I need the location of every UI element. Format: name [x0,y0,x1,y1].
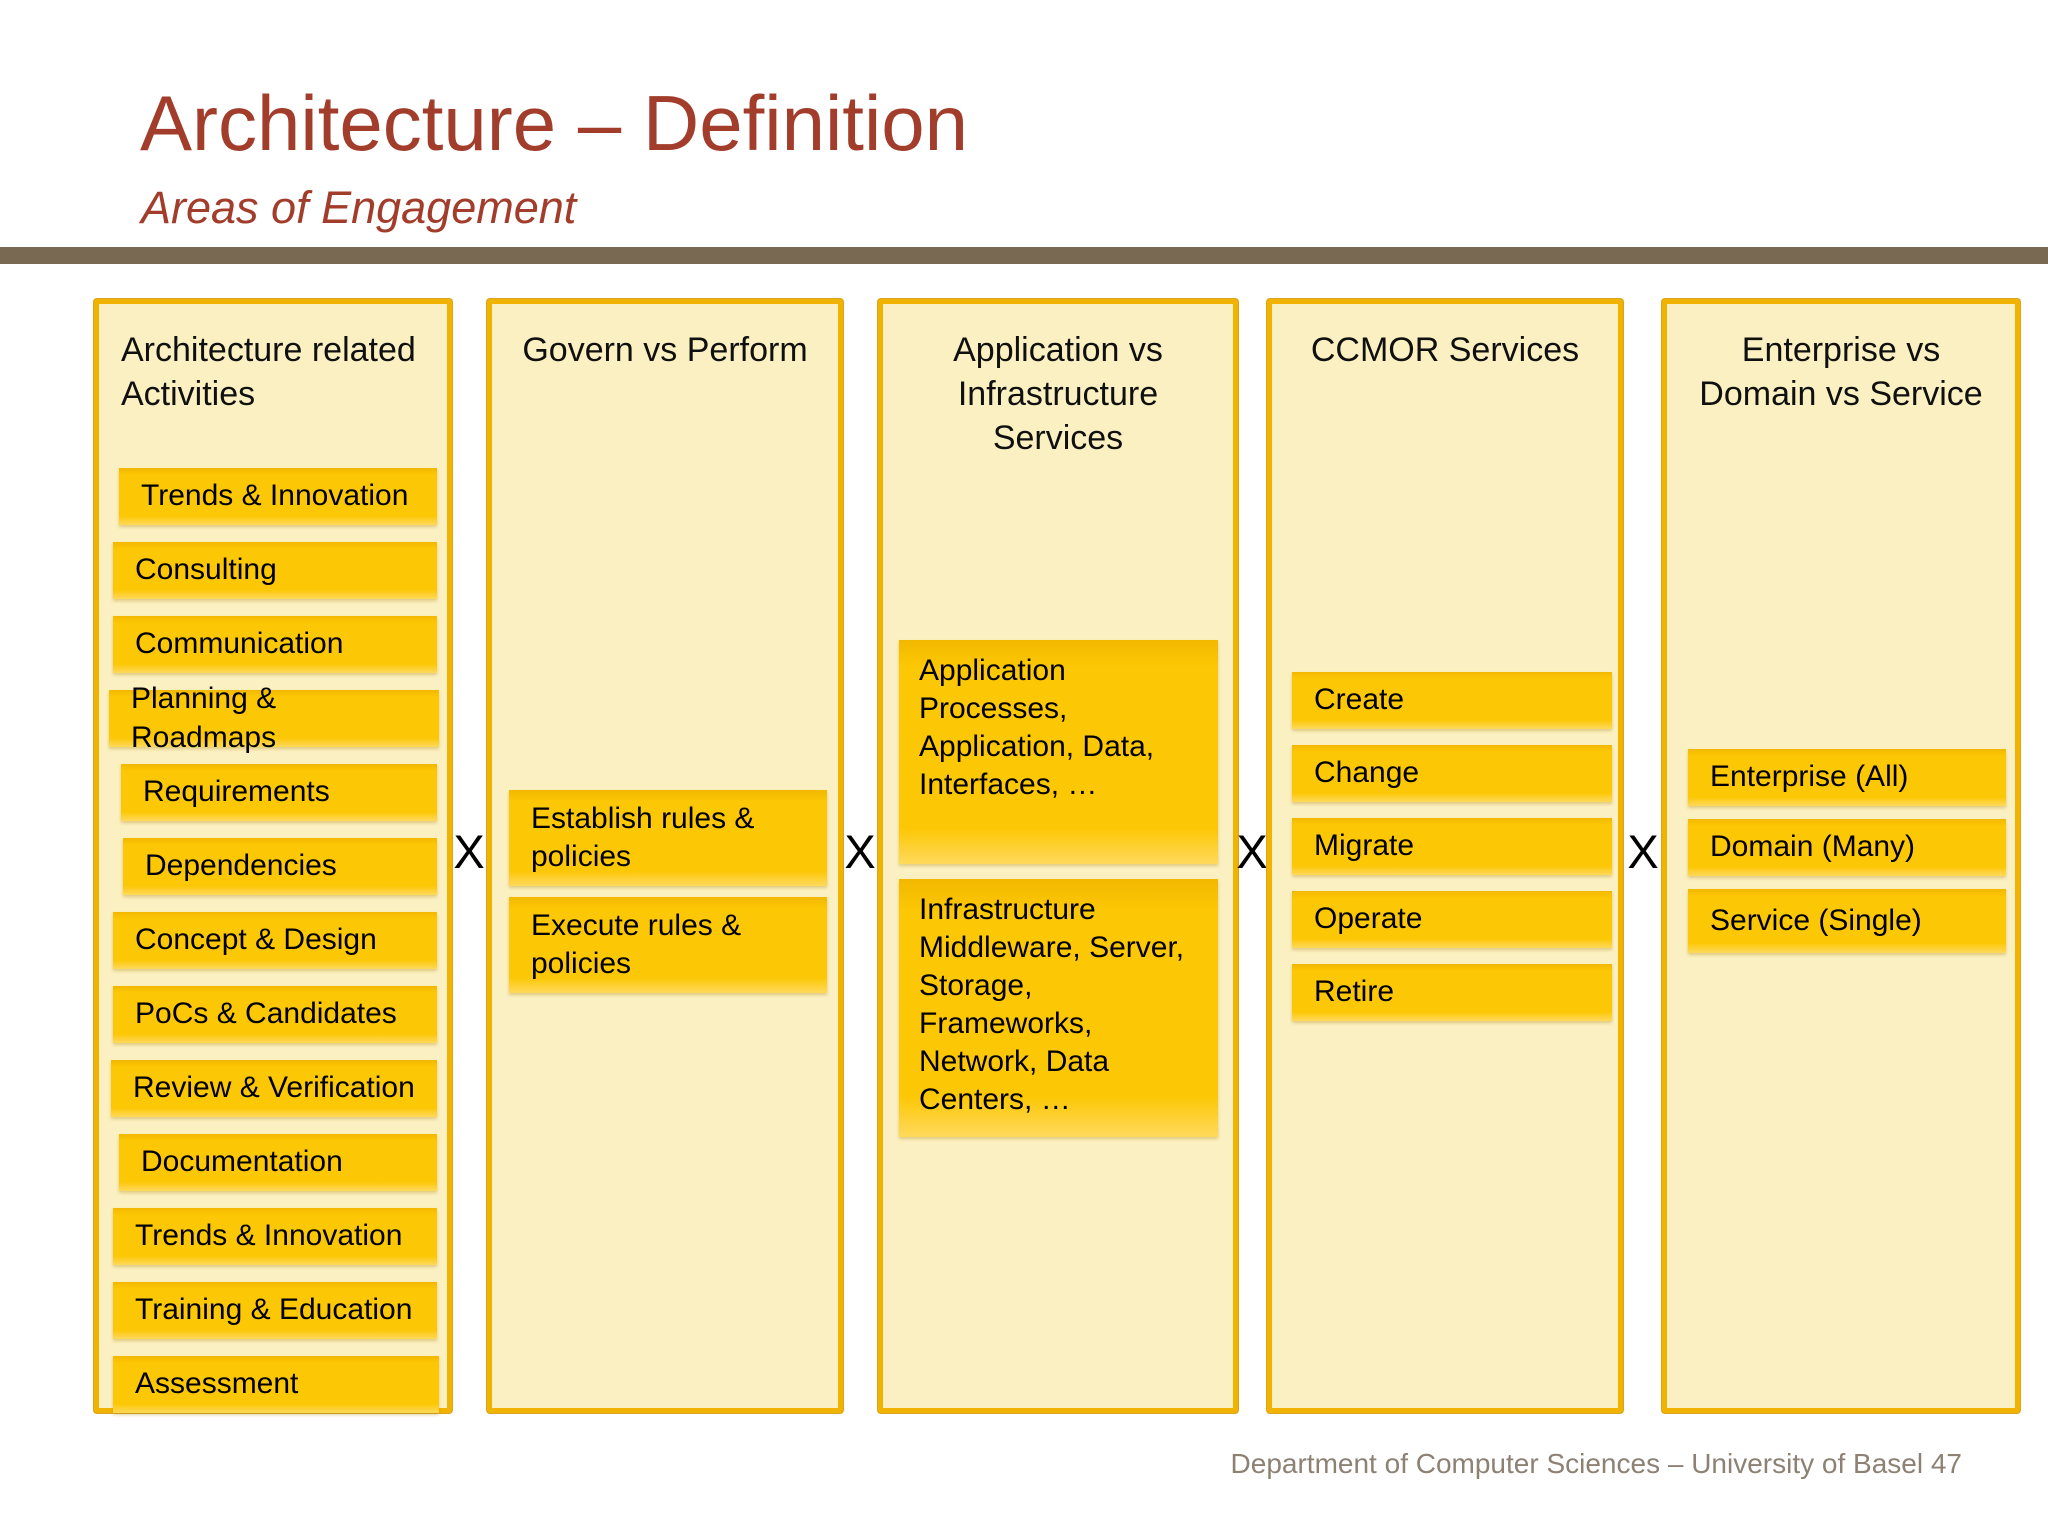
column-header-enterprise-vs-domain-vs-service: Enterprise vs Domain vs Service [1699,331,1983,414]
slide-subtitle: Areas of Engagement [141,182,577,233]
column-enterprise-vs-domain-vs-service: Enterprise vs Domain vs Service Enterpri… [1662,299,2020,1413]
slide-title: Architecture – Definition [140,79,969,167]
item-box: Training & Education [113,1282,437,1339]
item-box: Consulting [113,542,437,599]
cross-product-x-2: X [844,825,876,878]
item-box: Review & Verification [111,1060,437,1117]
item-box: Trends & Innovation [119,468,437,525]
item-box: Communication [113,616,437,673]
column-header-architecture-related-activities: Architecture related Activities [121,331,416,414]
item-box: Operate [1292,891,1612,948]
item-box: Retire [1292,964,1612,1021]
item-box: Infrastructure Middleware, Server, Stora… [899,879,1218,1137]
column-items-enterprise-vs-domain-vs-service: Enterprise (All) Domain (Many) Service (Si… [1688,749,2006,953]
item-box: Application Processes, Application, Data… [899,640,1218,864]
item-box: Documentation [119,1134,437,1191]
cross-product-x-3: X [1236,825,1268,878]
item-box: Domain (Many) [1688,819,2006,876]
item-box: Dependencies [123,838,437,895]
title-divider-rule [0,247,2048,264]
item-box: PoCs & Candidates [113,986,437,1043]
column-application-vs-infrastructure-services: Application vs Infrastructure Services A… [878,299,1238,1413]
column-architecture-related-activities: Architecture related Activities Trends &… [94,299,452,1413]
column-header-ccmor-services: CCMOR Services [1310,331,1580,369]
column-header-govern-vs-perform: Govern vs Perform [522,331,808,369]
column-header-application-vs-infrastructure-services: Application vs Infrastructure Services [953,331,1163,458]
item-box: Enterprise (All) [1688,749,2006,806]
item-box: Migrate [1292,818,1612,875]
item-box: Requirements [121,764,437,821]
item-box: Change [1292,745,1612,802]
item-box: Service (Single) [1688,889,2006,953]
slide-footer: Department of Computer Sciences – Univer… [1230,1448,1962,1479]
item-box: Create [1292,672,1612,729]
item-box: Concept & Design [113,912,437,969]
item-box: Execute rules & policies [509,897,827,993]
item-box: Trends & Innovation [113,1208,437,1265]
item-box: Planning & Roadmaps [109,682,439,754]
item-box: Establish rules & policies [509,790,827,886]
item-box: Assessment [113,1356,439,1413]
column-govern-vs-perform: Govern vs Perform Establish rules & poli… [487,299,843,1413]
cross-product-x-1: X [453,825,485,878]
column-items-application-vs-infrastructure-services: Application Processes, Application, Data… [899,640,1218,1137]
cross-product-x-4: X [1627,825,1659,878]
